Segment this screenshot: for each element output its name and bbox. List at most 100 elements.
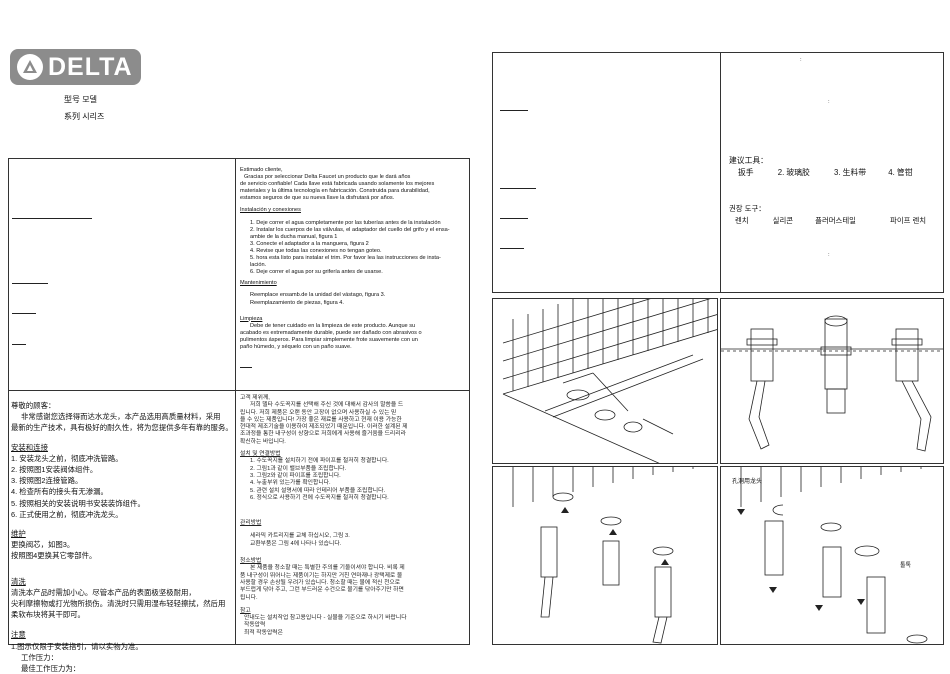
korean-step: 1. 수도꼭지를 설치하기 전에 파이프를 철저히 청결합니다. — [250, 458, 389, 465]
delta-logo: DELTA — [10, 49, 141, 85]
korean-maint-line: 교환부품은 그림 4에 나타나 있습니다. — [250, 540, 342, 547]
chinese-step: 3. 按照图2连接管路。 — [11, 476, 83, 486]
korean-install-title: 설치 및 연결방법 — [240, 451, 281, 458]
spanish-intro-2: de servicio confiable! Cada llave está f… — [240, 181, 435, 188]
tools-zh: 建议工具： 扳手 2. 玻璃胶 3. 生料带 4. 管钳 — [729, 155, 913, 179]
korean-section: 고객 제위께, 저희 델타 수도꼭지를 선택해 주신 것에 대해서 감사의 말씀… — [240, 395, 408, 637]
tools-panel — [492, 52, 944, 293]
spanish-intro-3: materiales y la última tecnología en fab… — [240, 188, 430, 195]
chinese-section: 尊敬的顾客： 非常感谢您选择得而达水龙头，本产品选用高质量材料，采用 最新的生产… — [11, 400, 233, 674]
chinese-step: 4. 检查所有的接头有无渗漏。 — [11, 487, 108, 497]
korean-intro: 현대적 제조기술을 이용하여 제조되었기 때문입니다. 이러한 설계된 제 — [240, 424, 408, 431]
chinese-clean-line: 尖利摩擦物或打光物所损伤。清洗时只需用湿布轻轻擦拭，然后用 — [11, 599, 226, 609]
spanish-clean-title: Limpieza — [240, 315, 263, 322]
korean-maint-line: 세라믹 카트리지를 교체 하십시오, 그림 3. — [250, 533, 350, 540]
figure-3 — [492, 466, 718, 645]
chinese-note-title: 注意 — [11, 630, 26, 640]
korean-clean-line: 사용할 경우 손상될 우려가 있습니다. 청소할 때는 물에 적신 천으로 — [240, 579, 401, 586]
korean-intro: 을 수 있는 제품입니다! 가장 좋은 재료를 사용하고 현재 이용 가능한 — [240, 416, 402, 423]
korean-step: 3. 그림2와 같이 파이프를 조립합니다. — [250, 472, 341, 479]
spanish-clean-line: Debe de tener cuidado en la limpieza de … — [250, 322, 416, 329]
korean-clean-line: 됩니다. — [240, 594, 258, 601]
tool-pipe-wrench-ko: 파이프 렌치 — [890, 216, 927, 225]
korean-note-line: 작동압력 — [244, 622, 266, 629]
spanish-maint-title: Mantenimiento — [240, 280, 277, 287]
korean-step: 4. 누출부위 있는가를 확인합니다. — [250, 480, 331, 487]
chinese-note-line: 最佳工作压力为： — [21, 664, 81, 674]
chinese-clean-line: 清洗本产品时需加小心。尽管本产品的表面极坚极耐用， — [11, 587, 196, 597]
figure-2 — [720, 298, 944, 464]
korean-greeting: 고객 제위께, — [240, 395, 270, 401]
korean-clean-line: 본 제품을 청소할 때는 특별한 주의를 기울이셔야 합니다. 비록 제 — [250, 565, 405, 572]
chinese-step: 6. 正式使用之前，彻底冲洗龙头。 — [11, 509, 123, 519]
korean-clean-line: 부드럽게 닦아 주고, 그런 부드러운 수건으로 물기를 닦아주기만 하면 — [240, 587, 404, 594]
korean-maint-title: 관리방법 — [240, 520, 262, 527]
spanish-clean-line: paño húmedo, y séquelo con un paño suave… — [240, 343, 352, 350]
tools-zh-title: 建议工具： — [729, 156, 768, 165]
series-label: 系列 시리즈 — [64, 112, 105, 121]
korean-intro: 립니다. 저희 제품은 오랜 동안 고장이 없으며 사용하실 수 있는 믿 — [240, 409, 397, 416]
korean-intro: 저희 델타 수도꼭지를 선택해 주신 것에 대해서 감사의 말씀을 드 — [250, 402, 404, 409]
spanish-intro-4: estamos seguros de que su nueva llave la… — [240, 195, 395, 202]
colon-mark: : — [800, 57, 802, 63]
figure-1 — [492, 298, 718, 464]
chinese-step: 1. 安装龙头之前，彻底冲洗管路。 — [11, 453, 123, 463]
spanish-maint-line: Reemplace ensamb.de la unidad del vástag… — [250, 292, 386, 299]
spanish-greeting: Estimado cliente, — [240, 167, 283, 173]
korean-intro: 확신하는 바입니다. — [240, 438, 286, 445]
spanish-step: lación. — [250, 262, 267, 269]
spanish-clean-line: pulimentos ásperos. Para limpiar simplem… — [240, 336, 418, 343]
spanish-maint-line: Reemplazamiento de piezas, figura 4. — [250, 299, 344, 306]
spanish-step: ambie de la ducha manual, figura 1 — [250, 233, 338, 240]
delta-triangle-icon — [17, 54, 43, 80]
figure-4 — [720, 466, 944, 645]
spanish-intro-1: Gracias por seleccionar Delta Faucet un … — [244, 174, 411, 181]
chinese-maint-line: 按照图4更换其它零部件。 — [11, 551, 97, 561]
korean-clean-title: 청소방법 — [240, 558, 262, 565]
korean-note-line: 최적 작동압력은 — [244, 629, 283, 636]
chinese-clean-title: 清洗 — [11, 576, 26, 586]
spanish-step: 4. Revise que todas las conexiones no te… — [250, 247, 382, 254]
chinese-clean-line: 柔软布块将其干即可。 — [11, 610, 85, 620]
korean-note-title: 참고 — [240, 607, 251, 614]
tool-tape: 3. 生料带 — [834, 168, 867, 177]
chinese-step: 2. 按照图1安装阀体组件。 — [11, 465, 98, 475]
korean-intro: 조과정을 통한 내구성이 상향으로 저희에게 사용해 즐거움을 드리리라 — [240, 431, 406, 438]
spanish-step: 5. hora esta listo para instalar el trim… — [250, 255, 441, 262]
fig4-label-right: 톨톡 — [900, 563, 912, 569]
tool-tape-ko: 플러머스테일 — [815, 216, 856, 225]
chinese-note-line: 工作压力： — [21, 652, 58, 662]
tool-pipe-wrench: 4. 管钳 — [888, 168, 913, 177]
tools-ko-title: 권장 도구： — [729, 204, 766, 213]
spanish-step: 2. Instalar los cuerpos de las válvulas,… — [250, 226, 450, 233]
chinese-maint-line: 更换阀芯，如图3。 — [11, 540, 75, 550]
tool-silicone-ko: 실리콘 — [772, 216, 794, 225]
chinese-intro: 最新的生产技术，具有极好的耐久性，将为您提供多年有靠的服务。 — [11, 423, 233, 433]
colon-mark: : — [828, 99, 830, 105]
chinese-maint-title: 维护 — [11, 529, 26, 539]
korean-step: 2. 그림1과 같이 밸브부품을 조립합니다. — [250, 465, 347, 472]
colon-mark: : — [828, 252, 830, 258]
fig4-label-top: 孔洞用龙头 — [732, 479, 763, 485]
instructions-panel — [8, 158, 470, 645]
brand-wordmark: DELTA — [48, 52, 133, 81]
korean-clean-line: 품 내구성이 뛰어나는 제품이기는 하지만 거친 연마재나 광택제로 물 — [240, 572, 403, 579]
spanish-clean-line: acabado es extremadamente durable, puede… — [240, 329, 422, 336]
korean-note-line: 안내도는 설치작업 참고용입니다 - 실물을 기준으로 하시기 바랍니다 — [244, 615, 407, 622]
chinese-greeting: 尊敬的顾客： — [11, 401, 56, 410]
tools-ko: 권장 도구： 렌치 실리콘 플러머스테일 파이프 렌치 — [729, 203, 926, 227]
spanish-step: 1. Deje correr el agua completamente por… — [250, 219, 441, 226]
korean-step: 6. 정식으로 사용하기 전에 수도꼭지를 철저히 청결합니다. — [250, 494, 389, 501]
chinese-note-line: 1.图示仅限于安装指引，请以实物为准。 — [11, 641, 143, 651]
tool-silicone: 2. 玻璃胶 — [777, 168, 810, 177]
model-label: 型号 모델 — [64, 95, 97, 104]
spanish-install-title: Instalación y conexiones — [240, 207, 301, 214]
chinese-install-title: 安装和连接 — [11, 442, 48, 452]
chinese-intro: 非常感谢您选择得而达水龙头，本产品选用高质量材料，采用 — [21, 412, 221, 422]
spanish-step: 6. Deje correr el agua por su grifería a… — [250, 269, 383, 276]
tool-wrench-ko: 렌치 — [735, 216, 749, 225]
korean-step: 5. 관련 설치 설명서에 따라 인테리어 부품을 조립합니다. — [250, 487, 386, 494]
tool-wrench: 扳手 — [738, 168, 754, 177]
spanish-step: 3. Conecte el adaptador a la manguera, f… — [250, 240, 369, 247]
chinese-step: 5. 按照相关的安装说明书安装装饰组件。 — [11, 498, 145, 508]
